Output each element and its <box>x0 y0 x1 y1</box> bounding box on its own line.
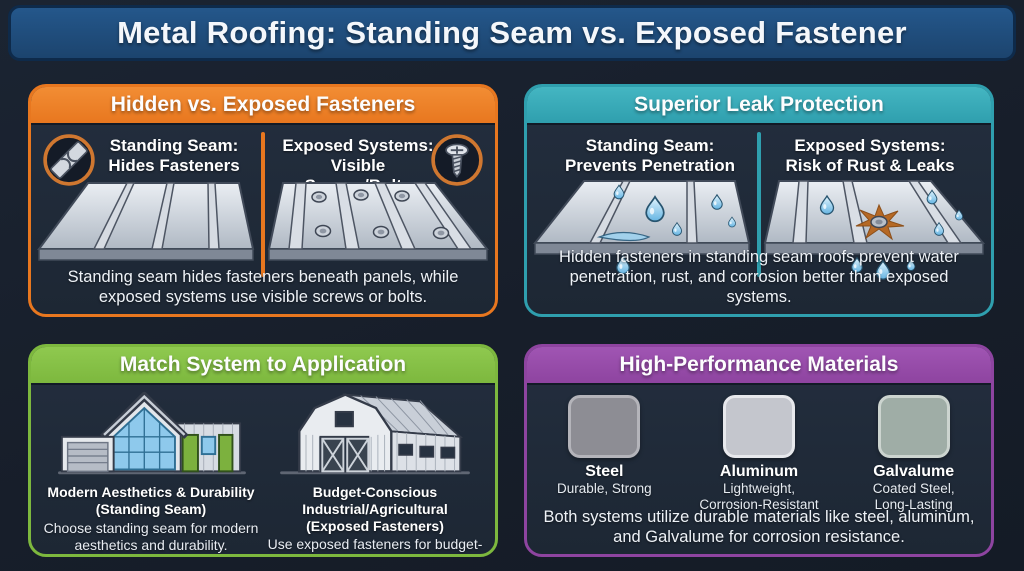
materials-caption: Both systems utilize durable materials l… <box>543 507 975 546</box>
material-galvalume: Galvalume Coated Steel, Long-Lasting <box>836 395 991 513</box>
card-title: Hidden vs. Exposed Fasteners <box>110 93 416 116</box>
card-header-application: Match System to Application <box>31 347 495 385</box>
standing-seam-label: Standing Seam: Prevents Penetration <box>564 136 736 176</box>
application-body: Choose standing seam for modern aestheti… <box>43 519 259 554</box>
card-high-performance-materials: High-Performance Materials Steel Durable… <box>524 344 994 557</box>
hidden-fastener-icon <box>42 133 96 187</box>
material-steel: Steel Durable, Strong <box>527 395 682 513</box>
application-body: Use exposed fasteners for budget-conscio… <box>267 536 483 554</box>
leak-comparison-illustration <box>532 180 986 280</box>
rust-stain <box>855 203 905 241</box>
card-superior-leak-protection: Superior Leak Protection Standing Seam: … <box>524 84 994 317</box>
screw-icon <box>430 133 484 187</box>
water-drop-icons <box>596 184 736 275</box>
standing-seam-watertight <box>532 180 751 275</box>
application-heading: Budget-Conscious Industrial/Agricultural… <box>302 484 448 534</box>
galvalume-swatch <box>877 395 950 458</box>
card-title: Match System to Application <box>119 353 407 376</box>
card-header-leak: Superior Leak Protection <box>527 87 991 125</box>
column-divider <box>757 132 761 277</box>
fastener-comparison-illustration <box>37 182 490 261</box>
exposed-fastener-application: Budget-Conscious Industrial/Agricultural… <box>263 387 487 554</box>
card-title: High-Performance Materials <box>619 353 899 376</box>
card-title: Superior Leak Protection <box>634 93 884 116</box>
card-header-fasteners: Hidden vs. Exposed Fasteners <box>31 87 495 125</box>
exposed-fastener-panel <box>267 182 490 261</box>
standing-seam-label: Standing Seam: Hides Fasteners <box>108 136 240 176</box>
aluminum-swatch <box>723 395 795 458</box>
card-header-materials: High-Performance Materials <box>527 347 991 385</box>
fasteners-caption: Standing seam hides fasteners beneath pa… <box>67 267 459 306</box>
screw-heads <box>311 189 450 240</box>
exposed-systems-label: Exposed Systems: Risk of Rust & Leaks <box>785 136 955 176</box>
leak-caption: Hidden fasteners in standing seam roofs … <box>559 247 959 306</box>
page-title: Metal Roofing: Standing Seam vs. Exposed… <box>117 15 907 50</box>
material-aluminum: Aluminum Lightweight, Corrosion-Resistan… <box>682 395 837 513</box>
column-divider <box>261 132 265 277</box>
modern-house-illustration <box>58 391 246 475</box>
barn-illustration <box>280 393 470 475</box>
steel-swatch <box>568 395 641 458</box>
standing-seam-application: Modern Aesthetics & Durability (Standing… <box>39 387 263 554</box>
card-match-system-to-application: Match System to Application <box>28 344 498 557</box>
title-banner: Metal Roofing: Standing Seam vs. Exposed… <box>8 5 1016 61</box>
application-heading: Modern Aesthetics & Durability (Standing… <box>47 484 255 517</box>
materials-row: Steel Durable, Strong Aluminum Lightweig… <box>527 395 991 513</box>
exposed-panel-leaking <box>763 180 986 280</box>
card-hidden-vs-exposed-fasteners: Hidden vs. Exposed Fasteners Standing Se… <box>28 84 498 317</box>
standing-seam-panel <box>37 182 255 261</box>
